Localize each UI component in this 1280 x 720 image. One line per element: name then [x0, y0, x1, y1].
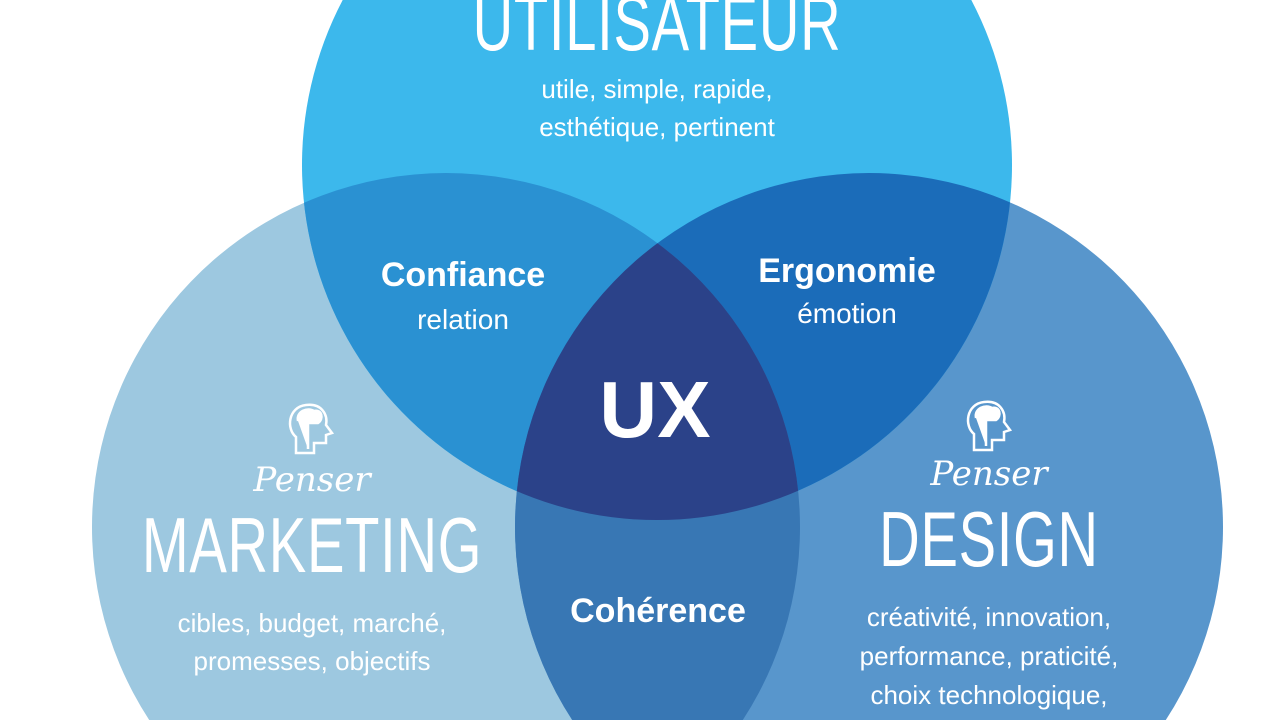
head-brain-icon	[966, 400, 1013, 452]
coherence-title: Cohérence	[570, 592, 746, 630]
ergonomie-title: Ergonomie	[758, 252, 936, 290]
ergonomie-subtitle: émotion	[797, 298, 897, 329]
design-keywords-1: créativité, innovation,	[866, 602, 1112, 632]
design-title: DESIGN	[879, 495, 1099, 583]
head-brain-icon	[288, 403, 335, 455]
marketing-keywords-1: cibles, budget, marché,	[177, 608, 447, 638]
top-keywords-1: utile, simple, rapide,	[541, 74, 773, 104]
top-title: UTILISATEUR	[472, 0, 842, 67]
overlap-center	[515, 173, 800, 521]
right-penser: Penser	[930, 454, 1048, 494]
ux-label: UX	[599, 365, 711, 454]
design-keywords-2: performance, praticité,	[859, 641, 1119, 671]
confiance-subtitle: relation	[417, 304, 509, 335]
left-penser: Penser	[253, 460, 371, 500]
confiance-title: Confiance	[380, 256, 546, 294]
top-keywords-2: esthétique, pertinent	[539, 112, 775, 142]
marketing-title: MARKETING	[141, 501, 483, 589]
design-keywords-3: choix technologique,	[870, 680, 1108, 710]
marketing-keywords-2: promesses, objectifs	[193, 646, 431, 676]
